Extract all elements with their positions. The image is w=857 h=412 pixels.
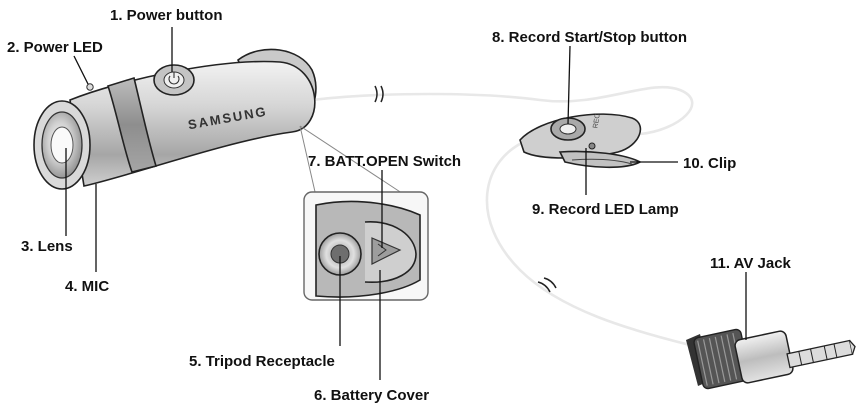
label-power-button: 1. Power button	[110, 7, 223, 24]
label-lens: 3. Lens	[21, 238, 73, 255]
batt-open-switch[interactable]	[371, 237, 402, 265]
label-battery-cover: 6. Battery Cover	[314, 387, 429, 404]
leader-lines	[65, 27, 747, 380]
label-mic: 4. MIC	[65, 278, 109, 295]
clip	[558, 150, 642, 169]
tripod-receptacle	[318, 232, 362, 276]
label-batt-open-switch: 7. BATT.OPEN Switch	[308, 153, 461, 170]
label-av-jack: 11. AV Jack	[710, 255, 792, 272]
label-power-led: 2. Power LED	[7, 39, 103, 56]
label-record-led: 9. Record LED Lamp	[532, 201, 679, 218]
label-tripod-receptacle: 5. Tripod Receptacle	[189, 353, 335, 370]
rec-mark: REC	[592, 113, 601, 129]
power-button[interactable]	[153, 64, 195, 96]
label-clip: 10. Clip	[683, 155, 736, 172]
label-record-button: 8. Record Start/Stop button	[492, 29, 687, 46]
power-led	[86, 83, 94, 91]
av-jack	[686, 328, 856, 390]
camera-body	[33, 48, 317, 190]
cable	[311, 85, 694, 347]
record-led-lamp	[588, 142, 596, 150]
